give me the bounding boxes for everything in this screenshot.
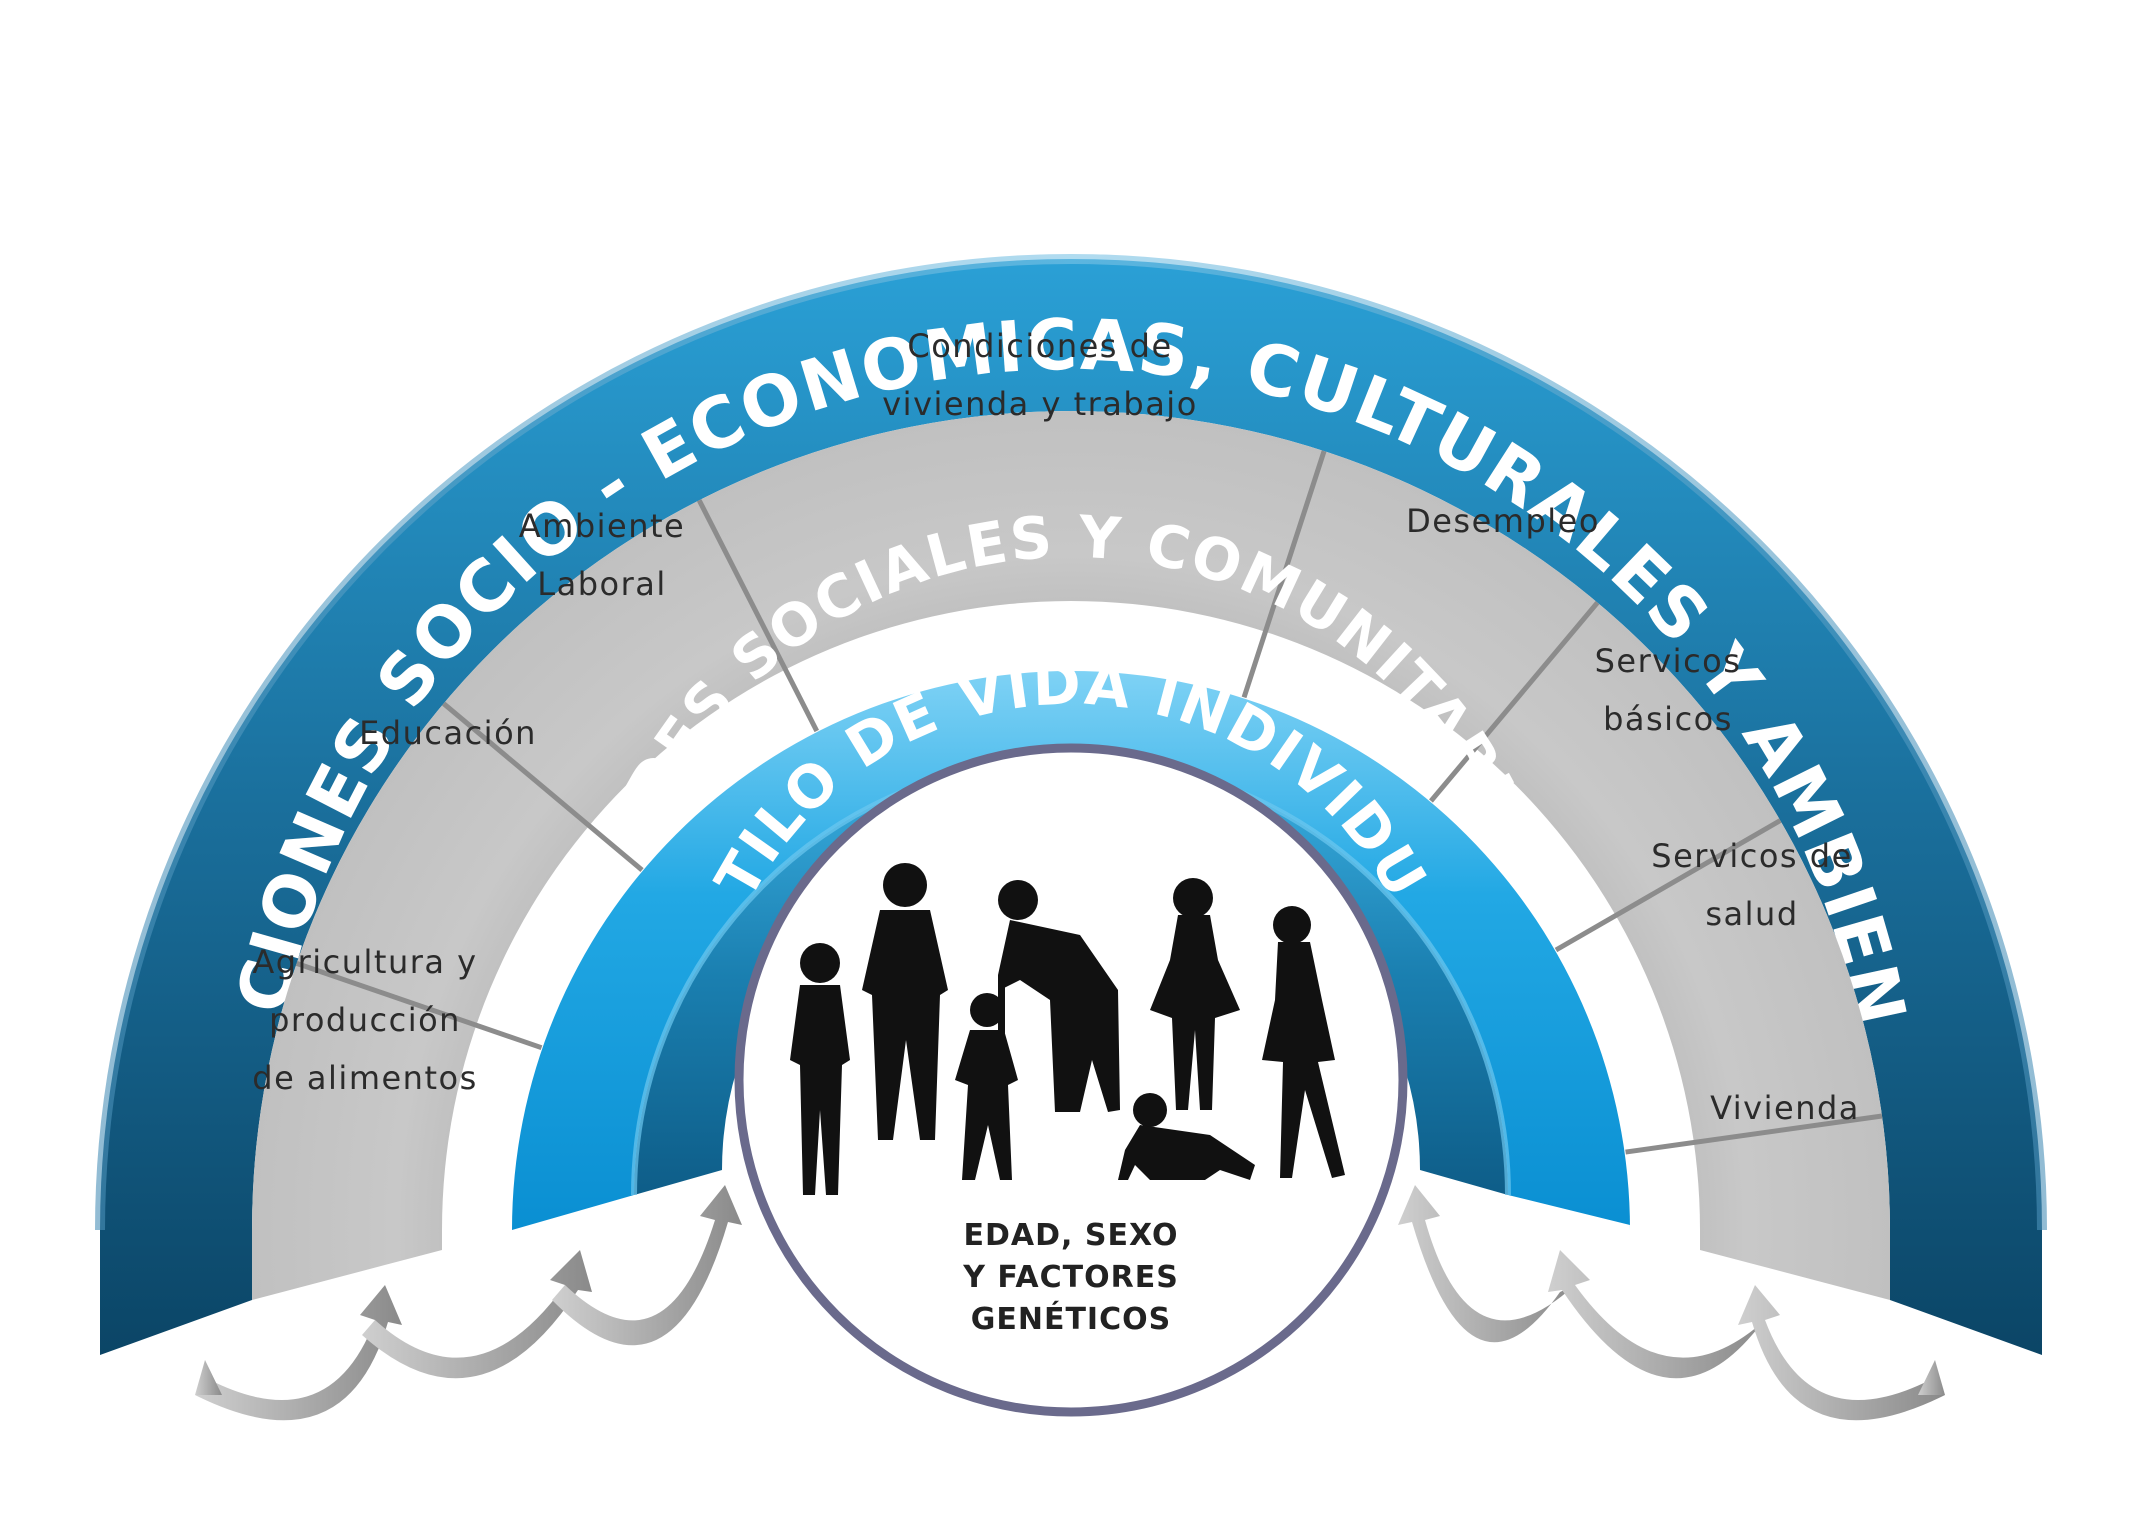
segment-divider [442,701,644,872]
segment-divider [1625,1113,1883,1155]
curved-arrows-right-icon [1398,1185,1945,1421]
segment-label: Agricultura y producción de alimentos [252,943,478,1097]
segment-label: Vivienda [1710,1089,1860,1127]
segment-label-line: vivienda y trabajo [882,385,1198,423]
segment-label-line: salud [1705,895,1798,933]
segment-label-line: producción [269,1001,461,1039]
core-circle: EDAD, SEXO Y FACTORES GENÉTICOS [734,743,1408,1417]
segment-ring: Agricultura y producción de alimentos Educa… [252,327,1890,1300]
core-label: EDAD, SEXO Y FACTORES GENÉTICOS [962,1218,1179,1337]
core-label-line: Y FACTORES [962,1260,1179,1295]
core-label-line: GENÉTICOS [971,1301,1171,1337]
segment-label-line: Servicos de [1651,837,1853,875]
segment-label: Educación [359,714,537,752]
segment-label: Servicos básicos [1595,642,1742,738]
segment-label: Servicos de salud [1651,837,1853,933]
segment-dividers [295,450,1883,1155]
segment-label-line: Agricultura y [252,943,477,981]
segment-label: Condiciones de vivienda y trabajo [882,327,1198,423]
people-silhouettes-icon [790,863,1345,1195]
segment-labels: Agricultura y producción de alimentos Educa… [252,327,1860,1127]
segment-label-line: Laboral [537,565,666,603]
segment-label-line: Vivienda [1710,1089,1860,1127]
segment-label-line: Condiciones de [907,327,1172,365]
segment-label-line: Educación [359,714,537,752]
segment-label: Desempleo [1406,502,1600,540]
segment-divider [295,960,543,1051]
segment-label-line: de alimentos [252,1059,478,1097]
segment-label-line: Desempleo [1406,502,1600,540]
core-label-line: EDAD, SEXO [963,1218,1178,1253]
segment-divider [1554,818,1782,953]
curved-arrows-left-icon [195,1185,742,1421]
segment-label-line: Ambiente [519,507,685,545]
segment-divider [696,499,819,733]
segment-label-line: básicos [1603,700,1733,738]
segment-divider [1429,601,1600,803]
segment-divider [1241,450,1327,699]
segment-label-line: Servicos [1595,642,1742,680]
